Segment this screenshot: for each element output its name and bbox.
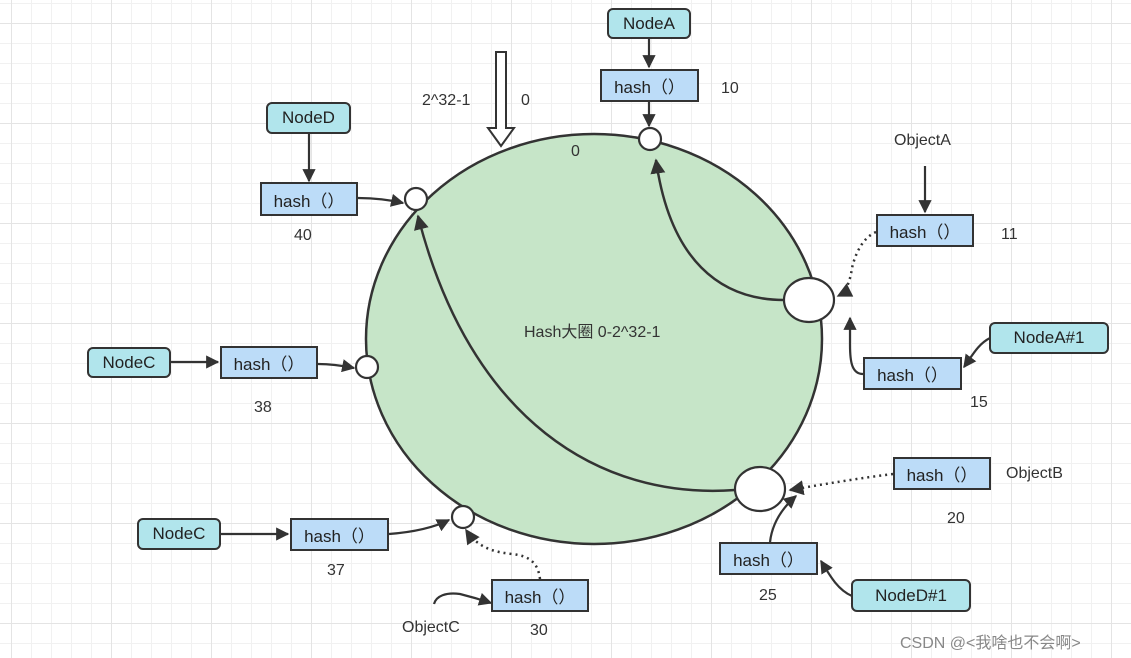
hash-box-node-a-1: hash（） <box>863 357 962 390</box>
arc-objA-to-nodeA <box>650 158 785 302</box>
ring-label: Hash大圈 0-2^32-1 <box>524 324 661 341</box>
hashC1-to-ring-arrow <box>317 359 356 373</box>
hashC2-to-ring-arrow <box>388 519 451 536</box>
hash-value-node-d-1: 25 <box>759 587 777 604</box>
hash-box-node-a: hash（） <box>600 69 699 102</box>
object-c-label: ObjectC <box>402 619 460 636</box>
hash-box-object-b: hash（） <box>893 457 991 490</box>
watermark: CSDN @<我啥也不会啊> <box>900 635 1081 652</box>
hash-box-node-c-38: hash（） <box>220 346 318 379</box>
node-d-1: NodeD#1 <box>851 579 971 612</box>
node-a: NodeA <box>607 8 691 39</box>
start-arrow-icon <box>486 51 516 148</box>
hash-value-object-a: 11 <box>1001 226 1018 243</box>
hashObjA-dotted-arrow <box>836 230 877 298</box>
hash-box-node-c-37: hash（） <box>290 518 389 551</box>
label-zero-inner: 0 <box>571 143 580 160</box>
hashD1-to-ring-arrow <box>768 495 797 543</box>
hash-value-node-c-38: 38 <box>254 399 272 416</box>
arc-objB-to-nodeD <box>414 214 736 493</box>
ring-point-nodeA <box>637 126 663 152</box>
hash-value-object-b: 20 <box>947 510 965 527</box>
nodeA1-to-hash-arrow <box>963 337 991 369</box>
ring-point-objectB <box>733 465 787 513</box>
ring-point-nodeC2 <box>450 504 476 530</box>
node-d: NodeD <box>266 102 351 134</box>
hash-value-node-a: 10 <box>721 80 739 97</box>
nodeD1-to-hash-arrow <box>820 559 853 598</box>
hashObjB-dotted-arrow <box>788 472 894 496</box>
hash-value-object-c: 30 <box>530 622 548 639</box>
hashObjC-dotted-arrow <box>464 528 542 580</box>
label-zero-outer: 0 <box>521 92 530 109</box>
label-max-value: 2^32-1 <box>422 92 471 109</box>
ring-point-nodeC1 <box>354 354 380 380</box>
hash-box-object-a: hash（） <box>876 214 974 247</box>
objectC-to-hash-arrow <box>432 592 493 606</box>
node-a-1: NodeA#1 <box>989 322 1109 354</box>
hash-value-node-c-37: 37 <box>327 562 345 579</box>
ring-point-objectA <box>782 276 836 324</box>
ring-point-nodeD <box>403 186 429 212</box>
object-a-label: ObjectA <box>894 132 951 149</box>
hash-value-node-d: 40 <box>294 227 312 244</box>
object-b-label: ObjectB <box>1006 465 1063 482</box>
node-c-37: NodeC <box>137 518 221 550</box>
hash-box-object-c: hash（） <box>491 579 589 612</box>
hash-box-node-d-1: hash（） <box>719 542 818 575</box>
hash-box-node-d: hash（） <box>260 182 358 216</box>
hash-ring <box>364 132 824 546</box>
hashD-to-ring-arrow <box>357 193 405 207</box>
hash-value-node-a-1: 15 <box>970 394 988 411</box>
node-c-38: NodeC <box>87 347 171 378</box>
hashA1-to-ring-arrow <box>843 316 864 376</box>
